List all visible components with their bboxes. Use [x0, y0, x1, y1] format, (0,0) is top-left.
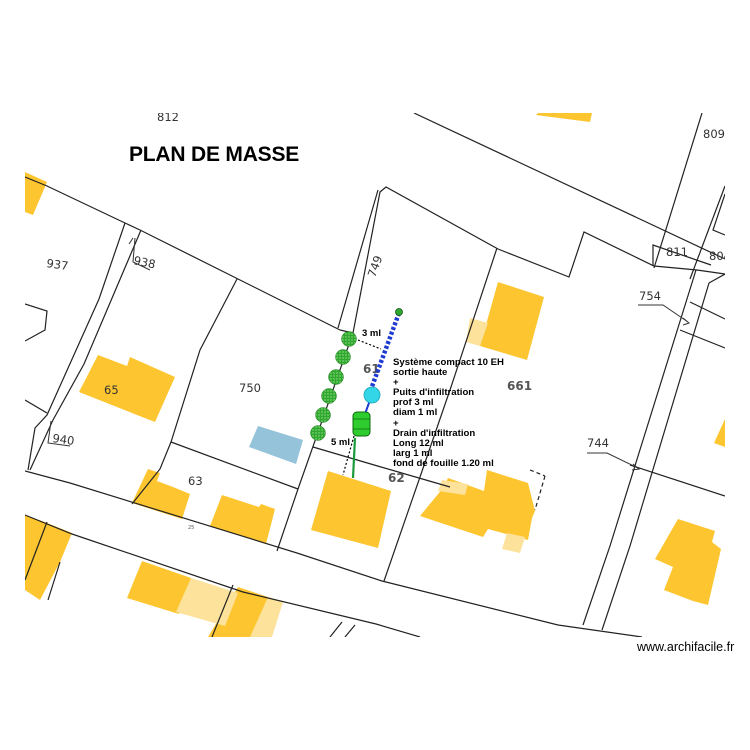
- building-right: [655, 519, 721, 605]
- parcel-938: 938: [132, 253, 156, 271]
- page-title: PLAN DE MASSE: [129, 143, 300, 166]
- hedge-trees[interactable]: [310, 331, 357, 441]
- dimension-label-5ml: 5 ml: [331, 437, 350, 448]
- infiltration-well[interactable]: [363, 386, 381, 404]
- annotation-line: larg 1 ml: [393, 447, 433, 459]
- septic-tank[interactable]: [352, 411, 371, 437]
- parcel-811: 811: [666, 245, 688, 259]
- parcel-63: 63: [188, 474, 203, 488]
- annotation-line: diam 1 ml: [393, 407, 438, 419]
- dimension-line-5ml: [342, 435, 355, 476]
- annotation-line: +: [393, 377, 399, 389]
- annotation-line: Long 12 ml: [393, 437, 444, 449]
- leader-lines: [47, 237, 691, 471]
- parcel-812: 812: [157, 110, 179, 124]
- parcel-25: 25: [188, 525, 194, 531]
- buildings: [25, 113, 725, 637]
- annotation-line: Puits d'infiltration: [393, 387, 475, 399]
- infiltration-drain[interactable]: [367, 312, 402, 393]
- building-661: [480, 282, 544, 360]
- building-bottom-a: [127, 561, 191, 614]
- parcel-809: 809: [703, 127, 725, 141]
- annotation-line: +: [393, 417, 399, 429]
- parcel-labels: 812 809 937 938 749 811 804 754 65 750 6…: [46, 110, 731, 531]
- parcel-61: 61: [363, 362, 380, 376]
- buildings-light: [176, 318, 525, 637]
- drain-end-node: [395, 308, 403, 316]
- annotation-line: Système compact 10 EH: [393, 357, 504, 368]
- parcel-750: 750: [239, 381, 261, 395]
- annotation-line: fond de fouille 1.20 ml: [393, 457, 494, 469]
- parcel-754: 754: [639, 289, 661, 303]
- parcel-937: 937: [46, 256, 70, 273]
- watermark-link[interactable]: www.archifacile.fr: [637, 640, 735, 654]
- system-annotation: Système compact 10 EH sortie haute + Pui…: [393, 357, 504, 469]
- annotation-line: Drain d'infiltration: [393, 427, 476, 439]
- dimension-lines: [342, 339, 382, 476]
- pipe-house-to-tank: [351, 437, 357, 479]
- building-top: [536, 113, 592, 122]
- building-63-b: [210, 495, 275, 544]
- building-65: [79, 355, 175, 422]
- swimming-pool: [249, 426, 303, 464]
- dimension-line-3ml: [357, 339, 382, 350]
- parcel-804: 804: [709, 249, 731, 263]
- annotation-line: prof 3 ml: [393, 397, 434, 409]
- building-661-south: [420, 470, 535, 540]
- tree-icon: [335, 349, 351, 365]
- building-top-left: [25, 172, 47, 215]
- tree-icon: [315, 407, 331, 423]
- tree-icon: [328, 369, 344, 385]
- building-bottom-left: [25, 515, 72, 600]
- building-62: [311, 471, 391, 548]
- tree-icon: [310, 425, 326, 441]
- tree-icon: [341, 331, 357, 347]
- parcel-661: 661: [507, 379, 532, 393]
- parcel-62: 62: [388, 471, 405, 485]
- parcel-940: 940: [52, 431, 76, 448]
- parcel-744: 744: [587, 436, 609, 450]
- building-right-top: [714, 419, 725, 447]
- tree-icon: [321, 388, 337, 404]
- dimension-label-3ml: 3 ml: [362, 328, 381, 339]
- parcel-65: 65: [104, 383, 119, 397]
- annotation-line: sortie haute: [393, 367, 448, 379]
